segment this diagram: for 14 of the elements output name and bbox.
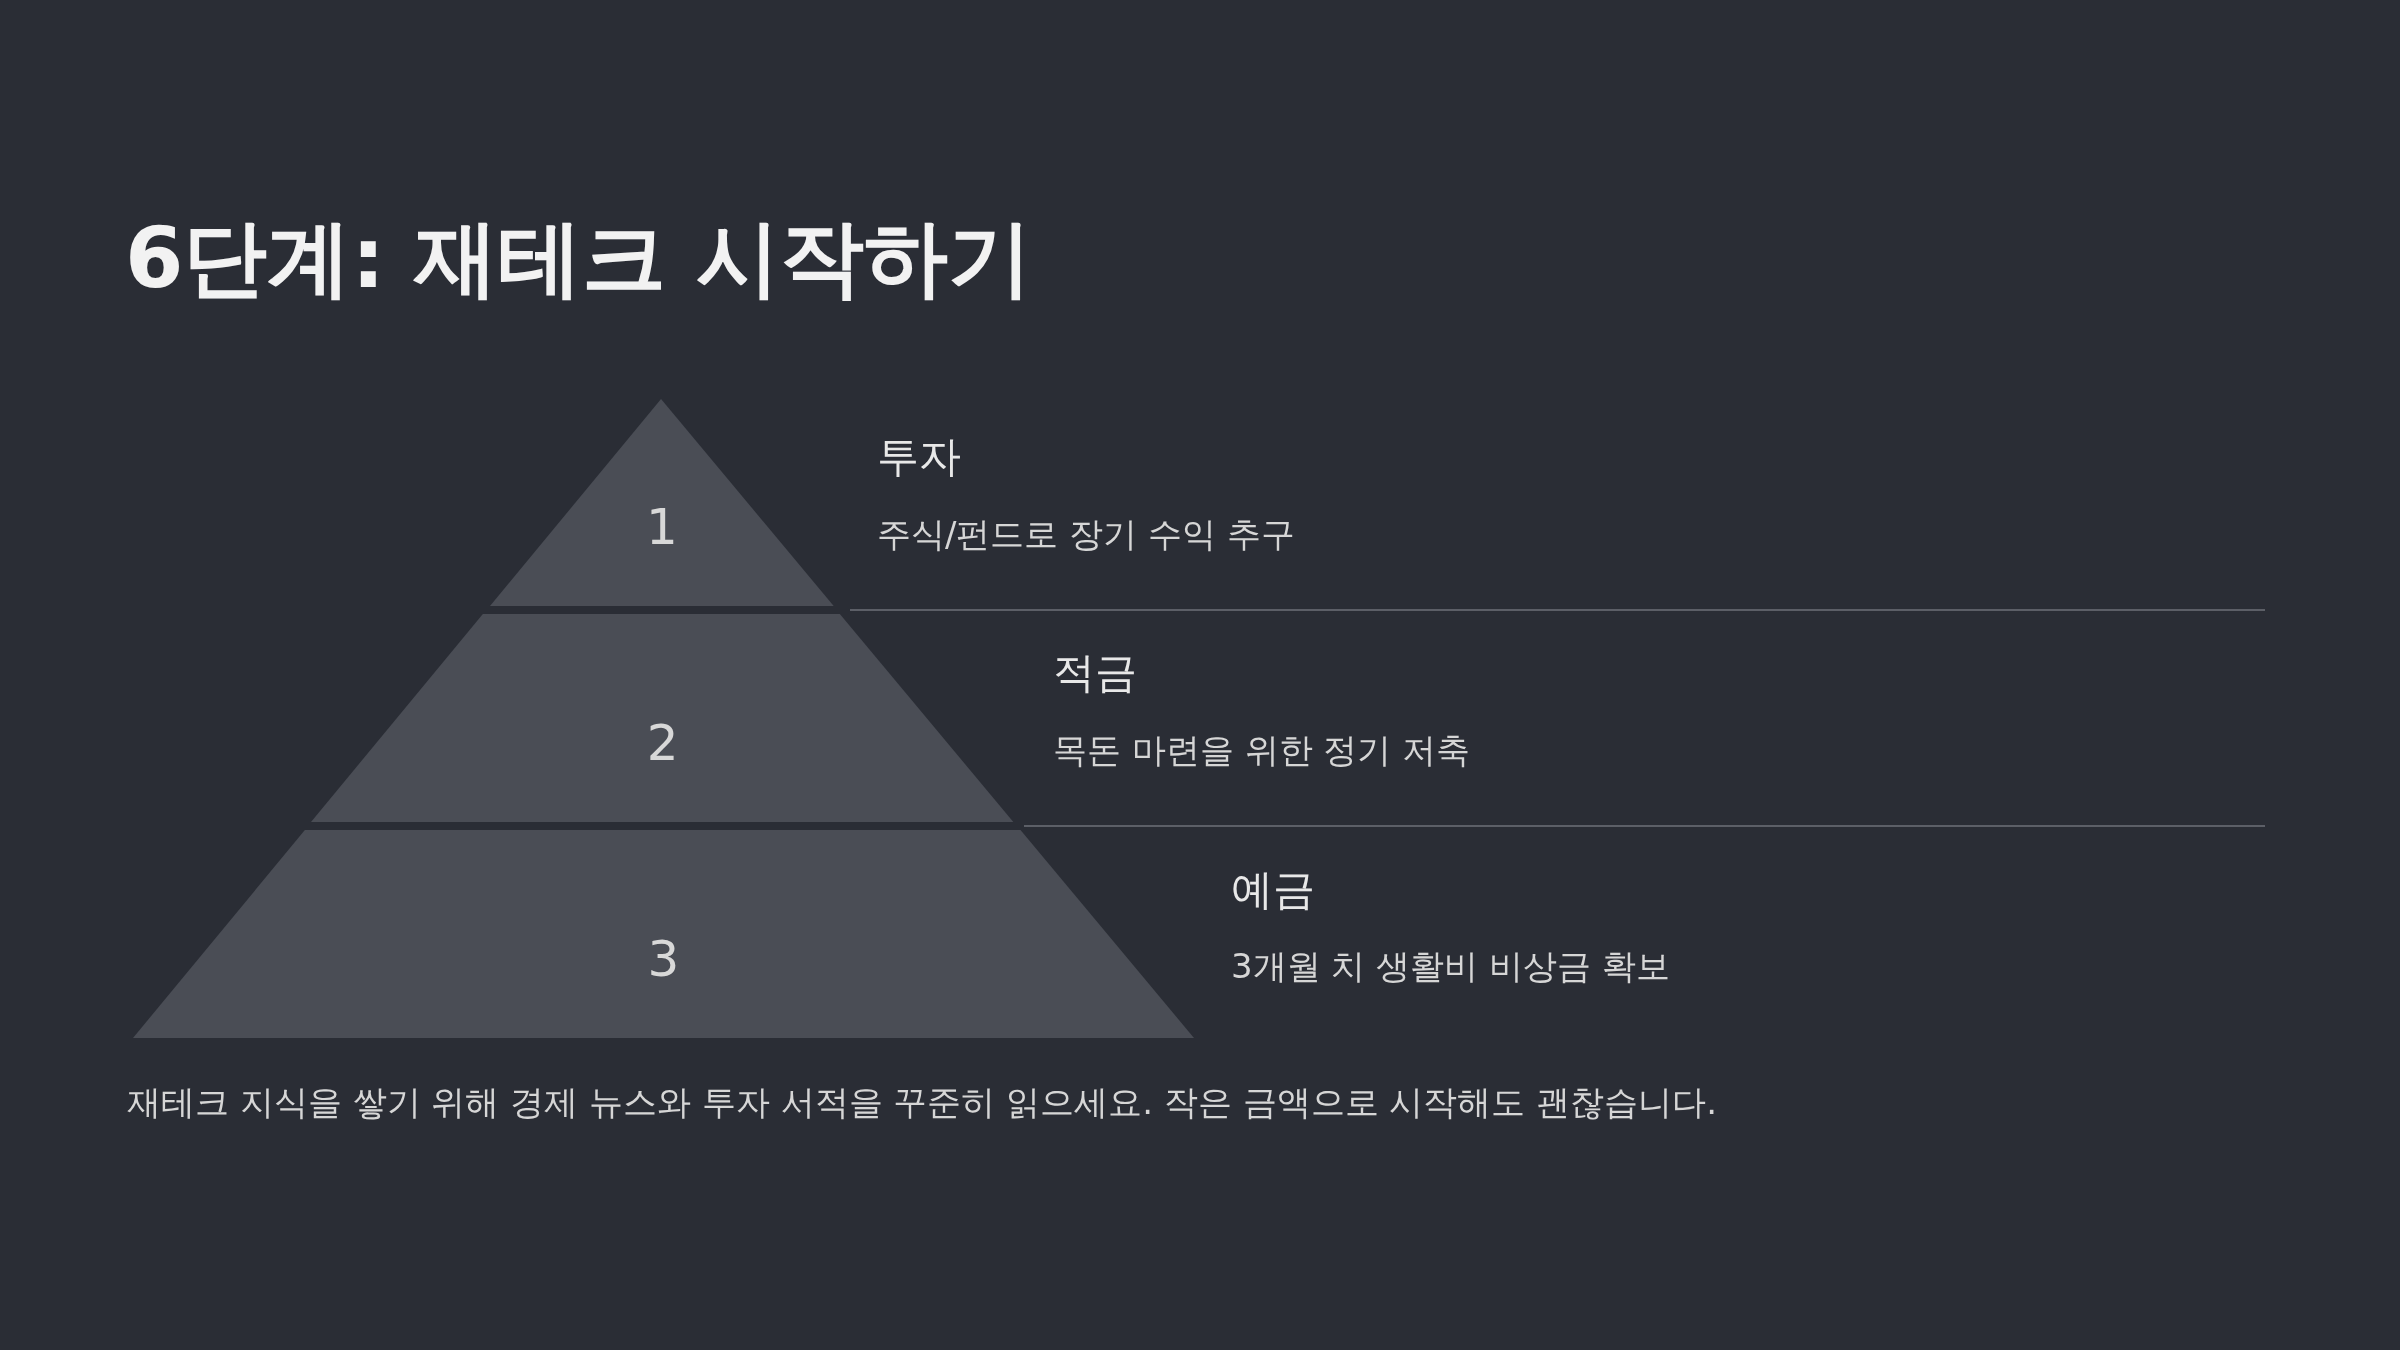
tier-number: 2 [646, 713, 679, 772]
tier-description: 목돈 마련을 위한 정기 저축 [1053, 730, 1471, 771]
footer-note: 재테크 지식을 쌓기 위해 경제 뉴스와 투자 서적을 꾸준히 읽으세요. 작은 금액으로 시작해도 괜찮습니다. [127, 1082, 1718, 1123]
tier-heading: 투자 [877, 432, 961, 483]
slide-title: 6단계: 재테크 시작하기 [125, 208, 1032, 309]
tier-heading: 적금 [1053, 648, 1137, 699]
tier-number: 3 [647, 929, 680, 988]
tier-heading: 예금 [1231, 865, 1315, 916]
tier-description: 3개월 치 생활비 비상금 확보 [1231, 946, 1670, 987]
pyramid-tier [311, 614, 1014, 822]
pyramid-tier [133, 830, 1194, 1038]
pyramid-tier [489, 399, 834, 606]
tier-description: 주식/펀드로 장기 수익 추구 [877, 514, 1295, 555]
tier-number: 1 [645, 498, 678, 557]
